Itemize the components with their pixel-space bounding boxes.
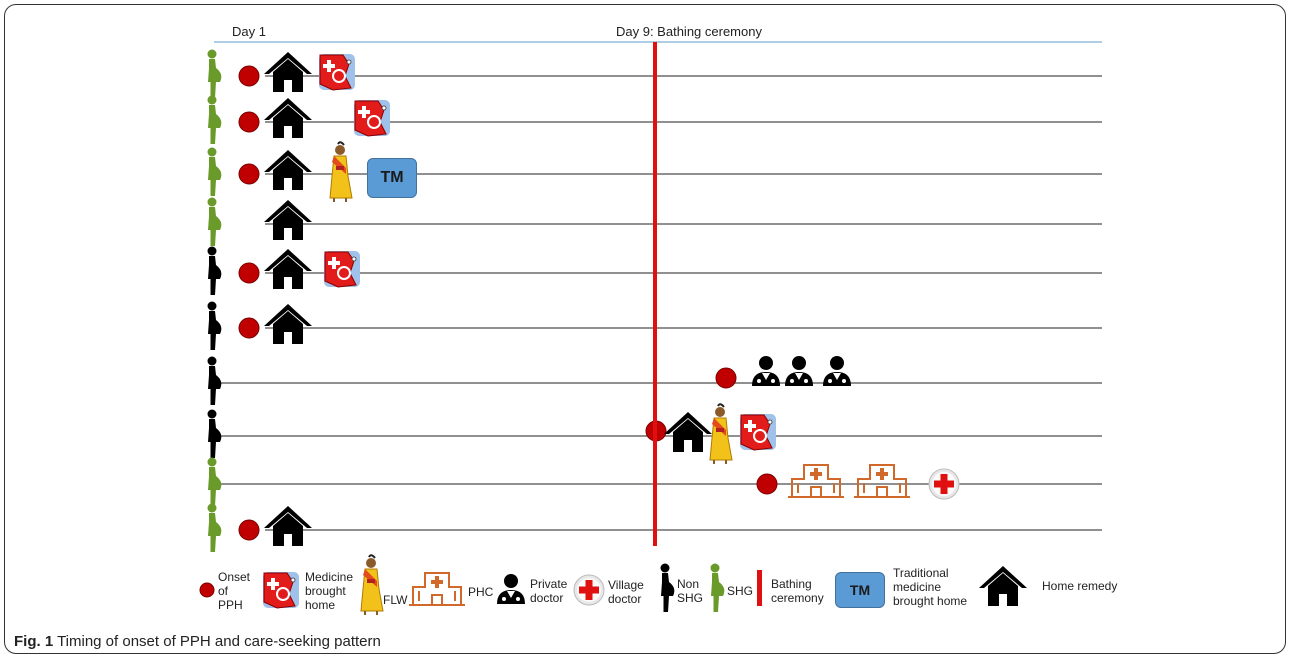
row-8-medicine-icon <box>740 414 776 451</box>
legend-flw-icon <box>360 554 384 615</box>
row-4-shg-woman-icon <box>207 197 222 246</box>
row-1-onset-marker <box>238 65 260 87</box>
legend-tm-label: Traditional medicine brought home <box>893 566 968 608</box>
row-3-shg-woman-icon <box>207 147 222 196</box>
row-4-home-remedy-icon <box>264 200 312 240</box>
row-7-private-doctor-icon <box>752 356 780 386</box>
legend-shg-label: SHG <box>727 584 754 598</box>
row-8-home-remedy-icon <box>664 412 712 452</box>
legend-village-doctor-icon <box>573 574 605 606</box>
row-10-home-remedy-icon <box>264 506 312 546</box>
row-7-private-doctor-icon <box>823 356 851 386</box>
row-6-onset-marker <box>238 317 260 339</box>
legend-shg-icon <box>710 563 725 612</box>
legend-home-label: Home remedy <box>1042 579 1118 593</box>
row-2-shg-woman-icon <box>207 95 222 144</box>
day9-label: Day 9: Bathing ceremony <box>616 24 762 39</box>
row-2-home-remedy-icon <box>264 98 312 138</box>
row-5-home-remedy-icon <box>264 249 312 289</box>
row-10-shg-woman-icon <box>207 503 222 552</box>
row-3-flw-icon <box>329 141 353 202</box>
caption-label: Fig. 1 <box>14 633 54 650</box>
legend-medicine-icon <box>263 572 299 609</box>
row-5-medicine-icon <box>324 251 360 288</box>
legend-phc-label: PHC <box>468 585 494 599</box>
row-1-medicine-icon <box>319 54 355 91</box>
figure-caption: Fig. 1 Timing of onset of PPH and care-s… <box>14 633 381 650</box>
row-9-onset-marker <box>756 473 778 495</box>
legend-non-shg-icon <box>660 563 675 612</box>
row-9-phc-icon <box>854 464 910 498</box>
row-3-onset-marker <box>238 163 260 185</box>
row-1-home-remedy-icon <box>264 52 312 92</box>
row-8-flw-icon <box>709 403 733 464</box>
caption-text: Timing of onset of PPH and care-seeking … <box>53 633 381 650</box>
legend-private-doctor-icon <box>497 574 525 604</box>
row-3-home-remedy-icon <box>264 150 312 190</box>
legend-tm-badge: TM <box>835 572 885 608</box>
row-5-non-shg-woman-icon <box>207 246 222 295</box>
legend-onset-icon <box>199 582 215 598</box>
row-6-non-shg-woman-icon <box>207 301 222 350</box>
row-9-village-doctor-icon <box>928 468 960 500</box>
row-7-non-shg-woman-icon <box>207 356 222 405</box>
row-6-home-remedy-icon <box>264 304 312 344</box>
row-3-traditional-medicine-badge: TM <box>367 158 417 198</box>
legend-village-doctor-label: Village doctor <box>608 578 644 606</box>
legend-private-doctor-label: Private doctor <box>530 577 568 605</box>
row-8-non-shg-woman-icon <box>207 409 222 458</box>
row-2-medicine-icon <box>354 100 390 137</box>
legend-non-shg-label: Non SHG <box>677 577 704 605</box>
legend-bathing-icon <box>757 570 762 606</box>
row-7-private-doctor-icon <box>785 356 813 386</box>
legend-onset-label: Onset of PPH <box>218 570 251 612</box>
row-2-onset-marker <box>238 111 260 133</box>
legend-bathing-label: Bathing ceremony <box>771 577 824 605</box>
legend-home-icon <box>979 566 1027 606</box>
row-5-onset-marker <box>238 262 260 284</box>
row-7-onset-marker <box>715 367 737 389</box>
legend-medicine-label: Medicine brought home <box>305 570 354 612</box>
row-9-phc-icon <box>788 464 844 498</box>
row-10-onset-marker <box>238 519 260 541</box>
row-9-shg-woman-icon <box>207 457 222 506</box>
row-1-shg-woman-icon <box>207 49 222 98</box>
legend-flw-label: FLW <box>383 593 408 607</box>
day1-label: Day 1 <box>232 24 266 39</box>
legend-phc-icon <box>409 572 465 606</box>
